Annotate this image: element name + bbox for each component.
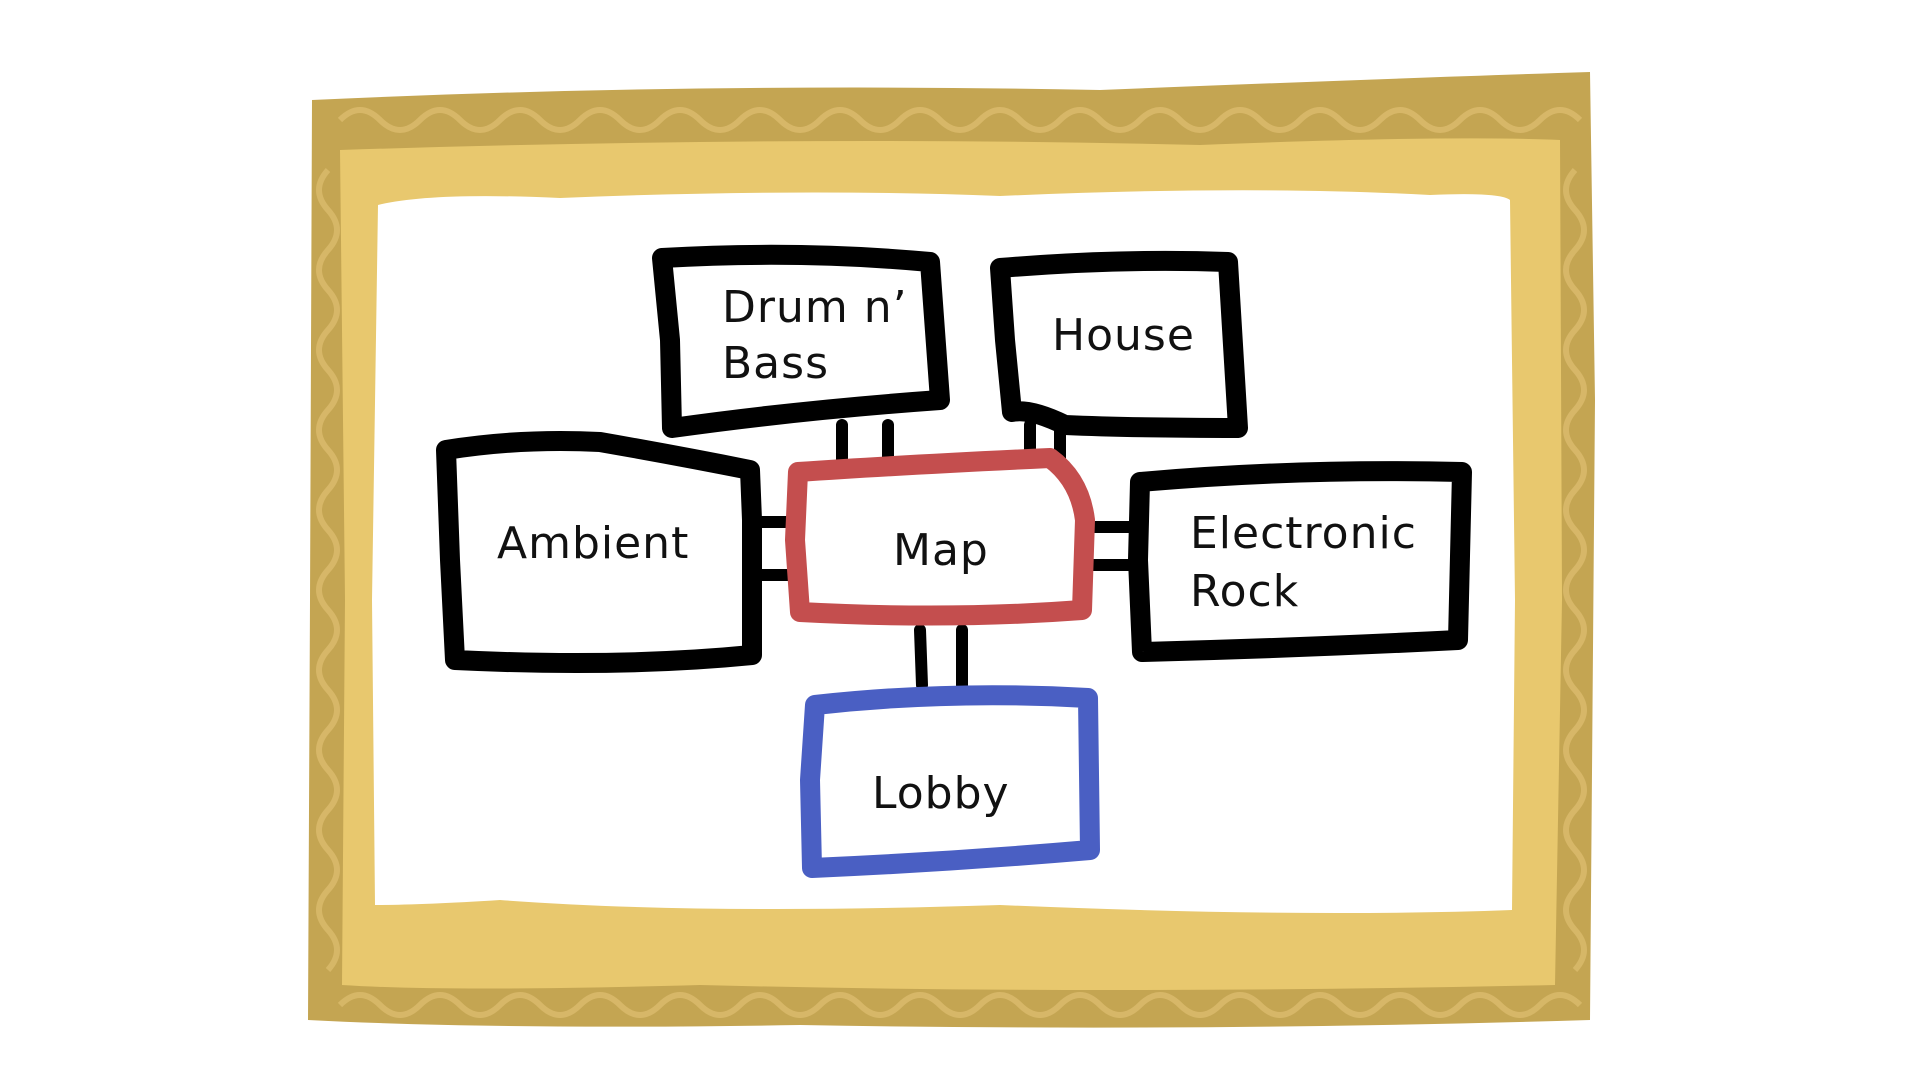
node-drum-n-bass-label-line2: Bass: [722, 338, 829, 389]
node-house: House: [990, 250, 1248, 438]
frame-swirls: [316, 107, 1587, 1018]
node-house-box: [990, 250, 1248, 438]
node-map-label: Map: [893, 525, 989, 576]
node-electronic-rock: Electronic Rock: [1128, 461, 1472, 662]
node-map-box: [785, 448, 1095, 626]
node-drum-n-bass-box: [652, 244, 950, 438]
node-lobby: Lobby: [800, 685, 1100, 878]
node-lobby-label: Lobby: [872, 768, 1010, 819]
node-map: Map: [785, 448, 1095, 626]
node-ambient-label: Ambient: [497, 518, 689, 569]
node-ambient: Ambient: [436, 431, 762, 674]
node-drum-n-bass-label-line1: Drum n’: [722, 282, 908, 333]
node-electronic-rock-label-line2: Rock: [1190, 566, 1299, 617]
node-electronic-rock-label-line1: Electronic: [1190, 508, 1417, 559]
node-ambient-box: [436, 431, 762, 674]
node-drum-n-bass: Drum n’ Bass: [652, 244, 950, 438]
node-lobby-box: [800, 685, 1100, 878]
node-electronic-rock-box: [1128, 461, 1472, 662]
node-house-label: House: [1052, 310, 1195, 361]
connector-lobby-map: [914, 624, 968, 691]
